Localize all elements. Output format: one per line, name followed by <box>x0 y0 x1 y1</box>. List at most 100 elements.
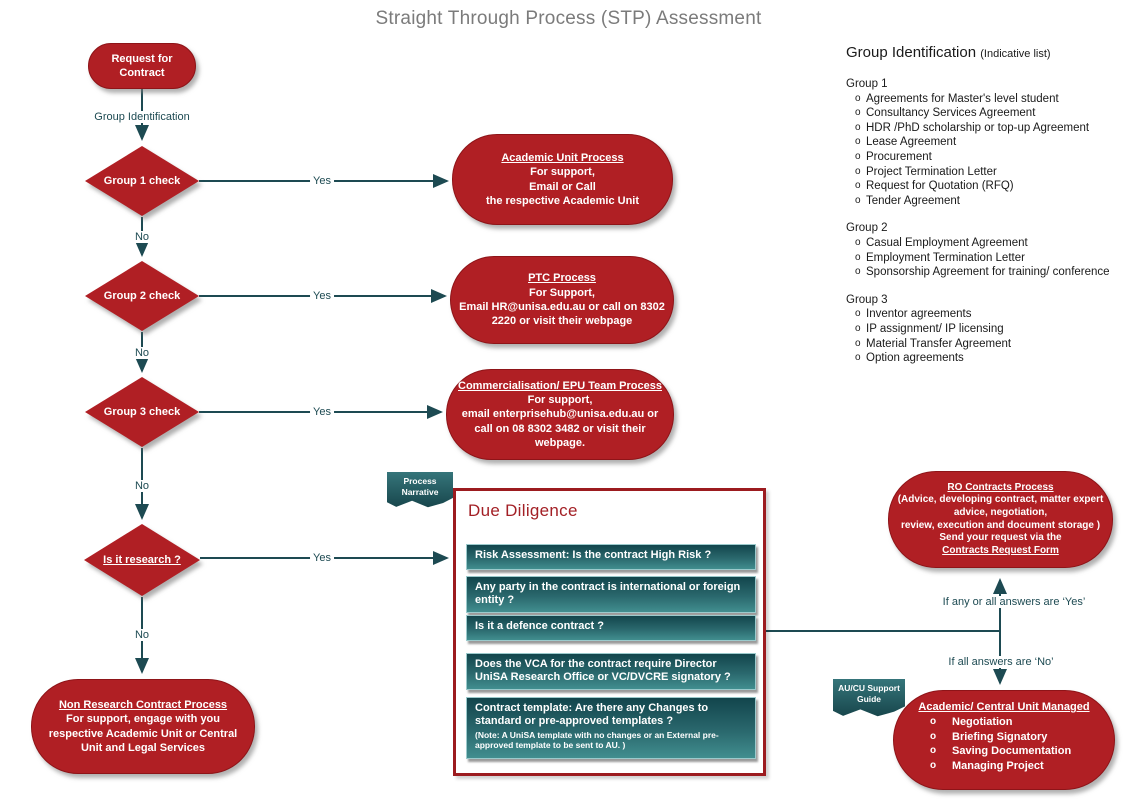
bullet-icon: o <box>855 236 861 248</box>
no-label-4: No <box>131 629 153 641</box>
group-3-item-3: Material Transfer Agreement <box>866 337 1012 350</box>
list-item: o HDR /PhD scholarship or top-up Agreemen… <box>846 121 1134 136</box>
contracts-request-form-link[interactable]: Contracts Request Form <box>942 544 1059 556</box>
ro-contracts-process-link[interactable]: RO Contracts Process <box>947 481 1054 493</box>
academic-central-unit-managed-box: Academic/ Central Unit Managed o Negotiat… <box>893 690 1115 790</box>
question-5-text: Contract template: Are there any Changes… <box>475 702 709 728</box>
group-3-name: Group 3 <box>846 293 888 306</box>
academic-line-3: the respective Academic Unit <box>485 194 640 207</box>
start-node-label: Request for Contract <box>111 52 173 79</box>
bullet-icon: o <box>930 745 937 757</box>
bullet-icon: o <box>930 730 937 742</box>
list-item: o Procurement <box>846 150 1134 165</box>
group-1-item-3: HDR /PhD scholarship or top-up Agreement <box>866 121 1090 134</box>
commercialisation-epu-process-link[interactable]: Commercialisation/ EPU Team Process <box>458 379 662 392</box>
decision-group-3-check: Group 3 check <box>85 377 199 447</box>
decision-group-2-label: Group 2 check <box>103 290 181 302</box>
non-research-contract-process-box: Non Research Contract Process For suppor… <box>31 679 255 774</box>
bullet-icon: o <box>855 352 861 364</box>
due-diligence-question-3: Is it a defence contract ? <box>466 615 756 641</box>
no-label-3: No <box>131 480 153 492</box>
ptc-line-1: For Support, <box>529 286 595 299</box>
academic-unit-process-box: Academic Unit Process For support, Email… <box>452 134 673 225</box>
ro-line-1: (Advice, developing contract, matter exp… <box>897 494 1104 518</box>
yes-label-2: Yes <box>310 290 334 302</box>
commercialisation-epu-process-box: Commercialisation/ EPU Team Process For … <box>446 369 674 460</box>
start-node-request-for-contract: Request for Contract <box>88 43 196 89</box>
group-1-item-1: Agreements for Master's level student <box>866 92 1059 105</box>
bullet-icon: o <box>930 716 937 728</box>
question-5-note: (Note: A UniSA template with no changes … <box>475 729 719 751</box>
bullet-icon: o <box>855 266 861 278</box>
bullet-icon: o <box>855 165 861 177</box>
group-3-item-4: Option agreements <box>866 352 964 365</box>
due-diligence-panel: Due Diligence Risk Assessment: Is the co… <box>453 488 766 776</box>
group-1-item-2: Consultancy Services Agreement <box>866 107 1036 120</box>
ro-line-2: review, execution and document storage ) <box>900 519 1101 531</box>
yes-label-1: Yes <box>310 175 334 187</box>
due-diligence-question-1: Risk Assessment: Is the contract High Ri… <box>466 544 756 570</box>
process-narrative-ribbon[interactable]: Process Narrative <box>387 472 453 508</box>
managed-item-1: Negotiation <box>952 716 1013 729</box>
academic-line-1: For support, <box>530 166 595 179</box>
list-item: o Option agreements <box>846 351 1134 366</box>
academic-central-unit-managed-link[interactable]: Academic/ Central Unit Managed <box>918 701 1090 713</box>
academic-unit-process-link[interactable]: Academic Unit Process <box>501 151 624 164</box>
group-1-item-5: Procurement <box>866 150 932 163</box>
bullet-icon: o <box>855 92 861 104</box>
commercialisation-line-1: For support, <box>527 394 593 407</box>
commercialisation-line-2: email enterprisehub@unisa.edu.au or call… <box>461 408 659 449</box>
list-item: o Material Transfer Agreement <box>846 337 1134 352</box>
group-2-item-2: Employment Termination Letter <box>866 251 1025 264</box>
due-diligence-question-4: Does the VCA for the contract require Di… <box>466 653 756 690</box>
question-2-text: Any party in the contract is internation… <box>475 581 741 607</box>
question-4-text: Does the VCA for the contract require Di… <box>475 658 731 684</box>
managed-item-3: Saving Documentation <box>952 745 1072 758</box>
decision-group-1-check: Group 1 check <box>85 146 199 216</box>
au-cu-support-guide-ribbon[interactable]: AU/CU Support Guide <box>833 679 905 717</box>
group-1-item-7: Request for Quotation (RFQ) <box>866 180 1014 193</box>
bullet-icon: o <box>855 150 861 162</box>
decision-group-2-check: Group 2 check <box>85 261 199 331</box>
branch-yes-label: If any or all answers are ‘Yes’ <box>939 596 1089 608</box>
group-list-heading: Group Identification (Indicative list) <box>846 44 1134 61</box>
question-1-text: Risk Assessment: Is the contract High Ri… <box>475 549 712 561</box>
group-list-heading-note-text: (Indicative list) <box>980 48 1051 60</box>
list-item: o Employment Termination Letter <box>846 251 1134 266</box>
no-label-1: No <box>131 231 153 243</box>
group-3-item-2: IP assignment/ IP licensing <box>866 322 1004 335</box>
group-identification-list: Group Identification (Indicative list) G… <box>846 44 1134 366</box>
non-research-contract-process-link[interactable]: Non Research Contract Process <box>58 698 228 711</box>
bullet-icon: o <box>930 759 937 771</box>
bullet-icon: o <box>855 251 861 263</box>
due-diligence-question-2: Any party in the contract is internation… <box>466 576 756 613</box>
list-item: o Agreements for Master's level student <box>846 92 1134 107</box>
due-diligence-question-5: Contract template: Are there any Changes… <box>466 697 756 759</box>
decision-group-1-label: Group 1 check <box>103 175 181 187</box>
bullet-icon: o <box>855 337 861 349</box>
bullet-icon: o <box>855 121 861 133</box>
bullet-icon: o <box>855 136 861 148</box>
ptc-process-link[interactable]: PTC Process <box>528 272 596 285</box>
list-item: o Saving Documentation <box>930 744 1114 759</box>
group-2-name: Group 2 <box>846 222 888 235</box>
decision-is-it-research-label[interactable]: Is it research ? <box>103 554 181 566</box>
academic-line-2: Email or Call <box>529 180 596 193</box>
group-list-heading-text: Group Identification <box>846 44 977 61</box>
due-diligence-title: Due Diligence <box>468 501 578 520</box>
decision-is-it-research: Is it research ? <box>84 524 200 596</box>
decision-group-3-label: Group 3 check <box>103 406 181 418</box>
yes-label-4: Yes <box>310 552 334 564</box>
bullet-icon: o <box>855 180 861 192</box>
ptc-line-2: Email HR@unisa.edu.au or call on 8302 22… <box>459 301 665 328</box>
